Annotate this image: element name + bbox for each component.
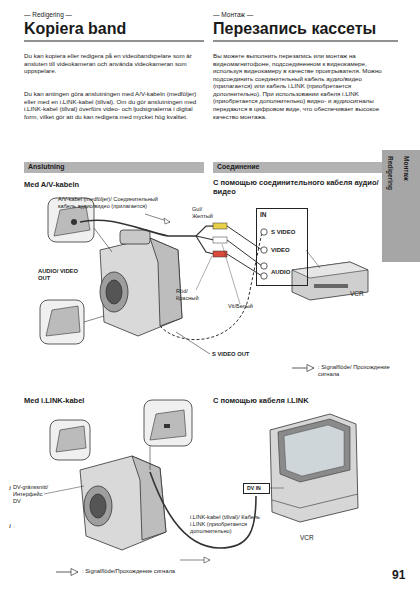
legend-text: : Signalflöde/ Прохождение сигнала [318, 364, 408, 378]
subheading: С помощью соединительного кабеля аудио/в… [213, 178, 383, 196]
body-text: Du kan antingen göra anslutningen med A/… [24, 90, 202, 120]
cable-label: A/V-kabel (medföljer)/ Соединительный ка… [58, 196, 170, 210]
page-title: Kopiera band [24, 19, 204, 39]
color-label: Vit/Белый [228, 303, 278, 310]
color-label: Röd/ Красный [176, 288, 210, 302]
node-text: DV IN [247, 486, 261, 492]
port-label: AUDIO/ VIDEO OUT [38, 268, 82, 282]
device-label: VCR [350, 290, 380, 298]
node-text: Redigering [387, 156, 394, 190]
node-text: S VIDEO [271, 229, 295, 236]
color-label: Gul/ Желтый [192, 206, 222, 220]
subheading: С помощью кабеля i.LINK [213, 396, 393, 405]
page-title: Перезапись кассеты [213, 19, 403, 39]
section-header: — Монтаж — [213, 11, 333, 19]
node-text: Монтаж [403, 156, 410, 181]
page-number: 91 [392, 568, 416, 583]
device-label: VCR [300, 534, 330, 542]
subheading: Med A/V-kabeln [24, 180, 194, 189]
port-label: S VIDEO OUT [212, 351, 272, 358]
jack-panel: IN S VIDEO VIDEO AUDIO [256, 208, 308, 286]
side-tab: Redigering Монтаж [382, 150, 420, 262]
node-text: Соединение [217, 163, 260, 171]
section-band: Соединение [213, 162, 398, 173]
section-band: Anslutning [24, 162, 204, 173]
body-text: Вы можете выполнить перезапись или монта… [213, 52, 395, 120]
section-header: — Redigering — [24, 11, 144, 19]
ilink-symbol: i [9, 484, 11, 492]
cable-label: i.LINK-kabel (tillval)/ Кабель i.LINK (п… [190, 514, 268, 534]
port-label: DV-gränssnitt/ Интерфейс DV [13, 484, 49, 504]
body-text: Du kan kopiera eller redigera på en vide… [24, 52, 202, 75]
node-text: IN [260, 211, 267, 218]
node-text: Anslutning [28, 163, 65, 171]
node-text: VIDEO [271, 247, 290, 254]
ilink-symbol: i [9, 522, 11, 530]
legend-text: : Signalflöde/Прохождение сигнала [82, 568, 282, 575]
node-text: AUDIO [271, 269, 290, 276]
port-box: DV IN [243, 483, 270, 494]
subheading: Med i.LINK-kabel [24, 396, 194, 405]
